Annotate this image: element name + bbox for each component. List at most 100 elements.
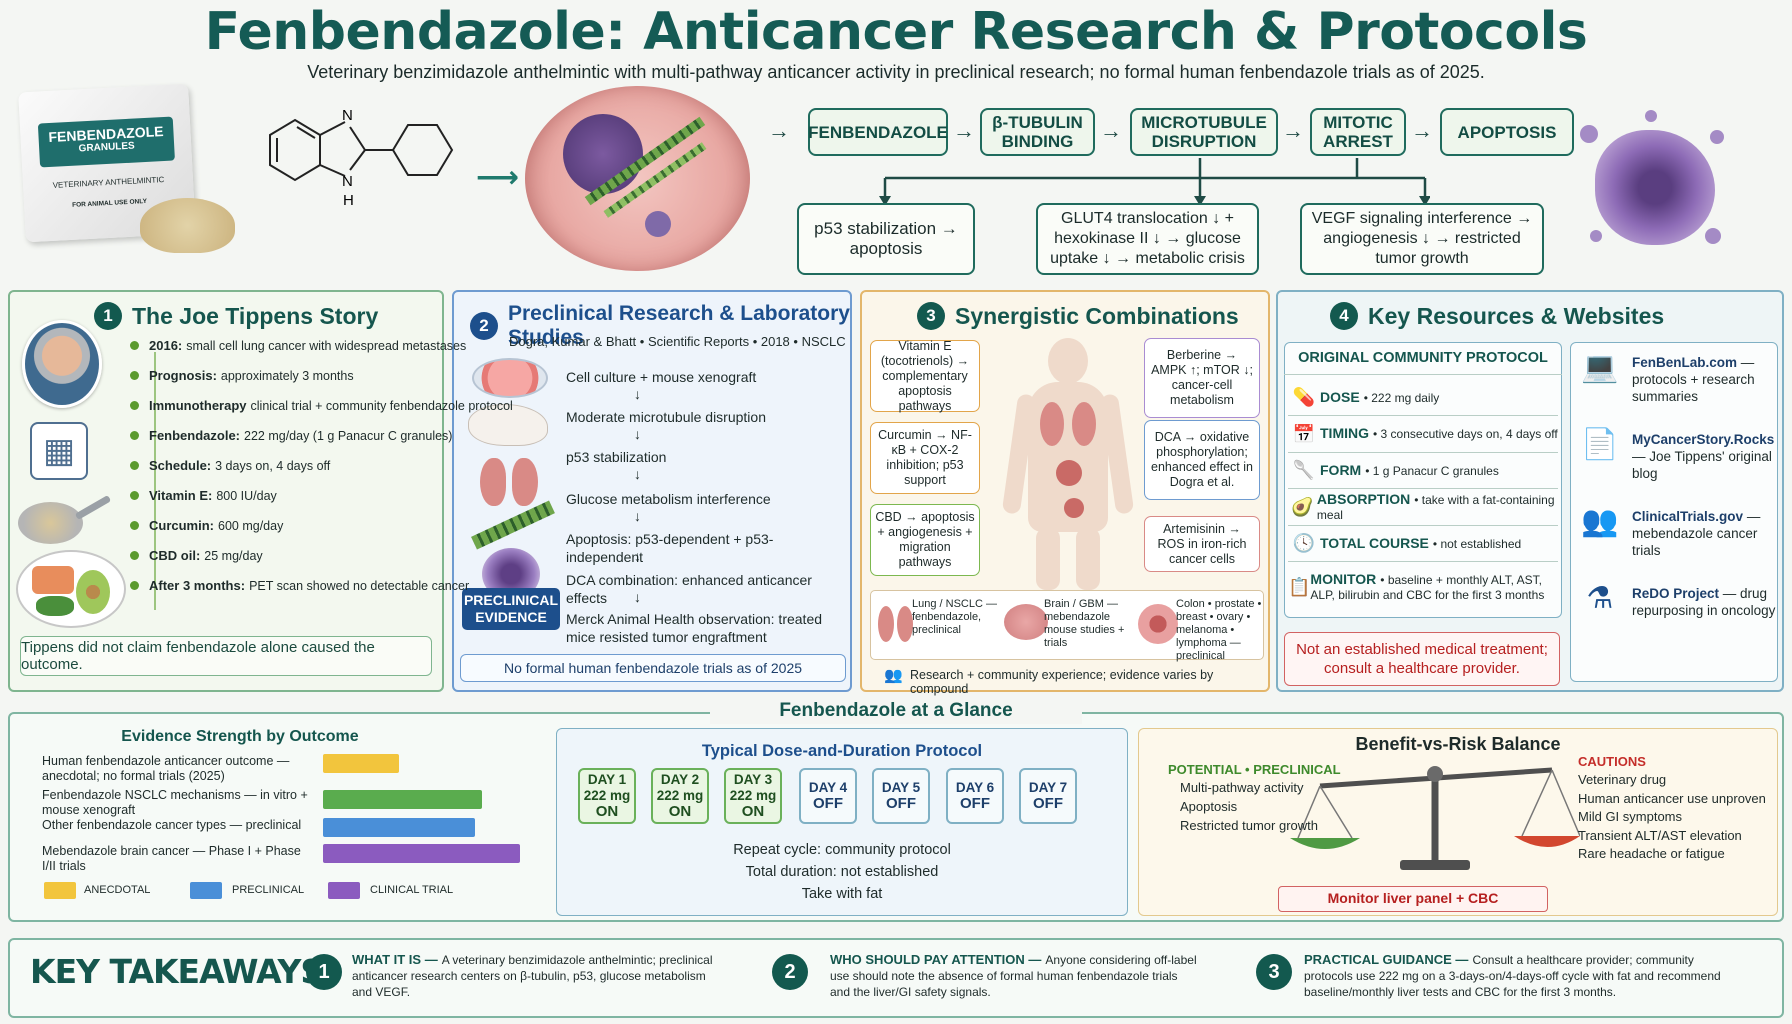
timeline-label: Immunotherapy — [149, 398, 247, 413]
legend-clinical: CLINICAL TRIAL — [370, 884, 454, 896]
research-step: Moderate microtubule disruption — [566, 409, 766, 425]
takeaway-body: Consult a healthcare provider; community… — [1304, 953, 1721, 999]
branch-glucose: GLUT4 translocation ↓ + hexokinase II ↓ … — [1036, 203, 1259, 275]
benefit-item: Multi-pathway activity — [1180, 780, 1304, 795]
day-label: DAY 4 — [808, 780, 848, 795]
down-arrow-icon: ↓ — [634, 466, 641, 482]
timeline-value: approximately 3 months — [220, 369, 354, 383]
synergy-chip: Berberine → AMPK ↑; mTOR ↓; cancer-cell … — [1144, 338, 1260, 418]
takeaway-text: WHAT IT IS —A veterinary benzimidazole a… — [352, 952, 722, 1000]
timeline-text: Fenbendazole:222 mg/day (1 g Panacur C g… — [149, 428, 452, 443]
protocol-text: ABSORPTION• take with a fat-containing m… — [1316, 491, 1558, 523]
dose-note: Take with fat — [801, 886, 883, 902]
caution-item: Human anticancer use unproven — [1578, 790, 1766, 806]
resources-warning: Not an established medical treatment; co… — [1284, 632, 1560, 686]
timeline-value: 800 IU/day — [216, 489, 277, 503]
takeaway-head: WHAT IT IS — — [352, 952, 438, 967]
cancer-cells-icon — [1138, 604, 1178, 644]
day-state: OFF — [813, 795, 843, 812]
caution-item: Transient ALT/AST elevation — [1578, 827, 1742, 843]
protocol-text: FORM• 1 g Panacur C granules — [1320, 461, 1499, 479]
takeaways-panel — [8, 938, 1784, 1018]
preclinical-badge: PRECLINICAL EVIDENCE — [462, 588, 560, 630]
protocol-card — [1284, 342, 1562, 618]
protocol-text: TOTAL COURSE• not established — [1320, 535, 1521, 552]
panel-preclinical: 2 Preclinical Research & Laboratory Stud… — [452, 290, 852, 692]
takeaway-head: PRACTICAL GUIDANCE — — [1304, 952, 1469, 967]
caution-item: Mild GI symptoms — [1578, 809, 1683, 824]
website-entry[interactable]: ReDO Project — drug repurposing in oncol… — [1632, 585, 1777, 619]
protocol-label: MONITOR — [1310, 571, 1377, 587]
website-name[interactable]: ReDO Project — [1632, 586, 1720, 601]
day-state: OFF — [960, 795, 990, 812]
protocol-label: FORM — [1320, 461, 1362, 478]
mouse-icon — [468, 404, 548, 446]
timeline-text: Vitamin E:800 IU/day — [149, 488, 277, 503]
timeline-text: After 3 months:PET scan showed no detect… — [149, 578, 469, 593]
section-number: 3 — [917, 302, 945, 330]
bullet-dot — [130, 371, 139, 380]
legend-clinical-swatch — [328, 882, 360, 899]
packet-line1: VETERINARY ANTHELMINTIC — [52, 175, 165, 190]
down-arrow-icon: ↓ — [634, 589, 641, 605]
synergy-chip: DCA → oxidative phosphorylation; enhance… — [1144, 420, 1260, 500]
mol-h: H — [343, 192, 354, 209]
arrow-icon: → — [1100, 118, 1122, 143]
avatar — [22, 320, 102, 408]
website-name[interactable]: FenBenLab.com — [1632, 355, 1738, 370]
timeline-item: Schedule:3 days on, 4 days off — [130, 458, 442, 473]
protocol-value: • take with a fat-containing meal — [1316, 492, 1555, 522]
dose-note: Total duration: not established — [745, 864, 939, 880]
day-dose: 222 mg — [656, 788, 704, 803]
website-name[interactable]: MyCancerStory.Rocks — [1632, 432, 1775, 447]
evidence-bar — [323, 844, 520, 863]
timeline-text: CBD oil:25 mg/day — [149, 548, 263, 563]
legend-preclinical: PRECLINICAL — [232, 884, 305, 896]
website-desc: — drug repurposing in oncology — [1632, 586, 1776, 618]
balance-scale-icon — [1290, 766, 1580, 870]
day-label: DAY 1 — [587, 772, 627, 787]
takeaway-number: 1 — [306, 954, 342, 990]
bullet-dot — [130, 551, 139, 560]
flow-step-tubulin: β-TUBULIN BINDING — [980, 108, 1095, 156]
bar-label: Fenbendazole NSCLC mechanisms — in vitro… — [42, 788, 308, 817]
research-step: Glucose metabolism interference — [566, 491, 771, 507]
timeline-value: small cell lung cancer with widespread m… — [186, 339, 467, 353]
day-label: DAY 2 — [660, 772, 700, 787]
website-entry[interactable]: FenBenLab.com — protocols + research sum… — [1632, 354, 1777, 405]
takeaways-title: KEY TAKEAWAYS — [30, 952, 324, 991]
section-number: 1 — [94, 302, 122, 330]
panel-resources: 4 Key Resources & Websites ORIGINAL COMM… — [1276, 290, 1784, 692]
bullet-dot — [130, 431, 139, 440]
timeline-value: 222 mg/day (1 g Panacur C granules) — [244, 429, 453, 443]
takeaway-number: 2 — [772, 954, 808, 990]
timeline-label: Schedule: — [149, 458, 212, 473]
takeaway-text: WHO SHOULD PAY ATTENTION —Anyone conside… — [830, 952, 1200, 1000]
timeline-item: After 3 months:PET scan showed no detect… — [130, 578, 469, 593]
website-entry[interactable]: ClinicalTrials.gov — mebendazole cancer … — [1632, 508, 1777, 559]
website-name[interactable]: ClinicalTrials.gov — [1632, 509, 1744, 524]
citation: Dogra, Kumar & Bhatt • Scientific Report… — [509, 334, 846, 349]
section-title: The Joe Tippens Story — [132, 302, 379, 329]
benefit-title: POTENTIAL • PRECLINICAL — [1168, 762, 1341, 777]
website-entry[interactable]: MyCancerStory.Rocks — Joe Tippens' origi… — [1632, 431, 1777, 482]
food-icon: 🥑 — [1291, 496, 1314, 517]
down-arrow-icon: ↓ — [634, 548, 641, 564]
protocol-value: • 1 g Panacur C granules — [1365, 463, 1499, 478]
apoptotic-cell-illustration — [1575, 110, 1735, 260]
protocol-label: DOSE — [1320, 388, 1360, 405]
bullet-dot — [130, 461, 139, 470]
timeline-label: Fenbendazole: — [149, 428, 241, 443]
section-title: Key Resources & Websites — [1368, 302, 1665, 329]
cancer-cell-illustration — [525, 86, 750, 271]
brain-icon — [1004, 604, 1048, 640]
calendar-icon: 📅 — [1292, 423, 1316, 444]
evidence-bar — [323, 790, 482, 809]
page-title: Fenbendazole: Anticancer Research & Prot… — [204, 2, 1588, 62]
synergy-chip: Vitamin E (tocotrienols) → complementary… — [870, 339, 980, 413]
